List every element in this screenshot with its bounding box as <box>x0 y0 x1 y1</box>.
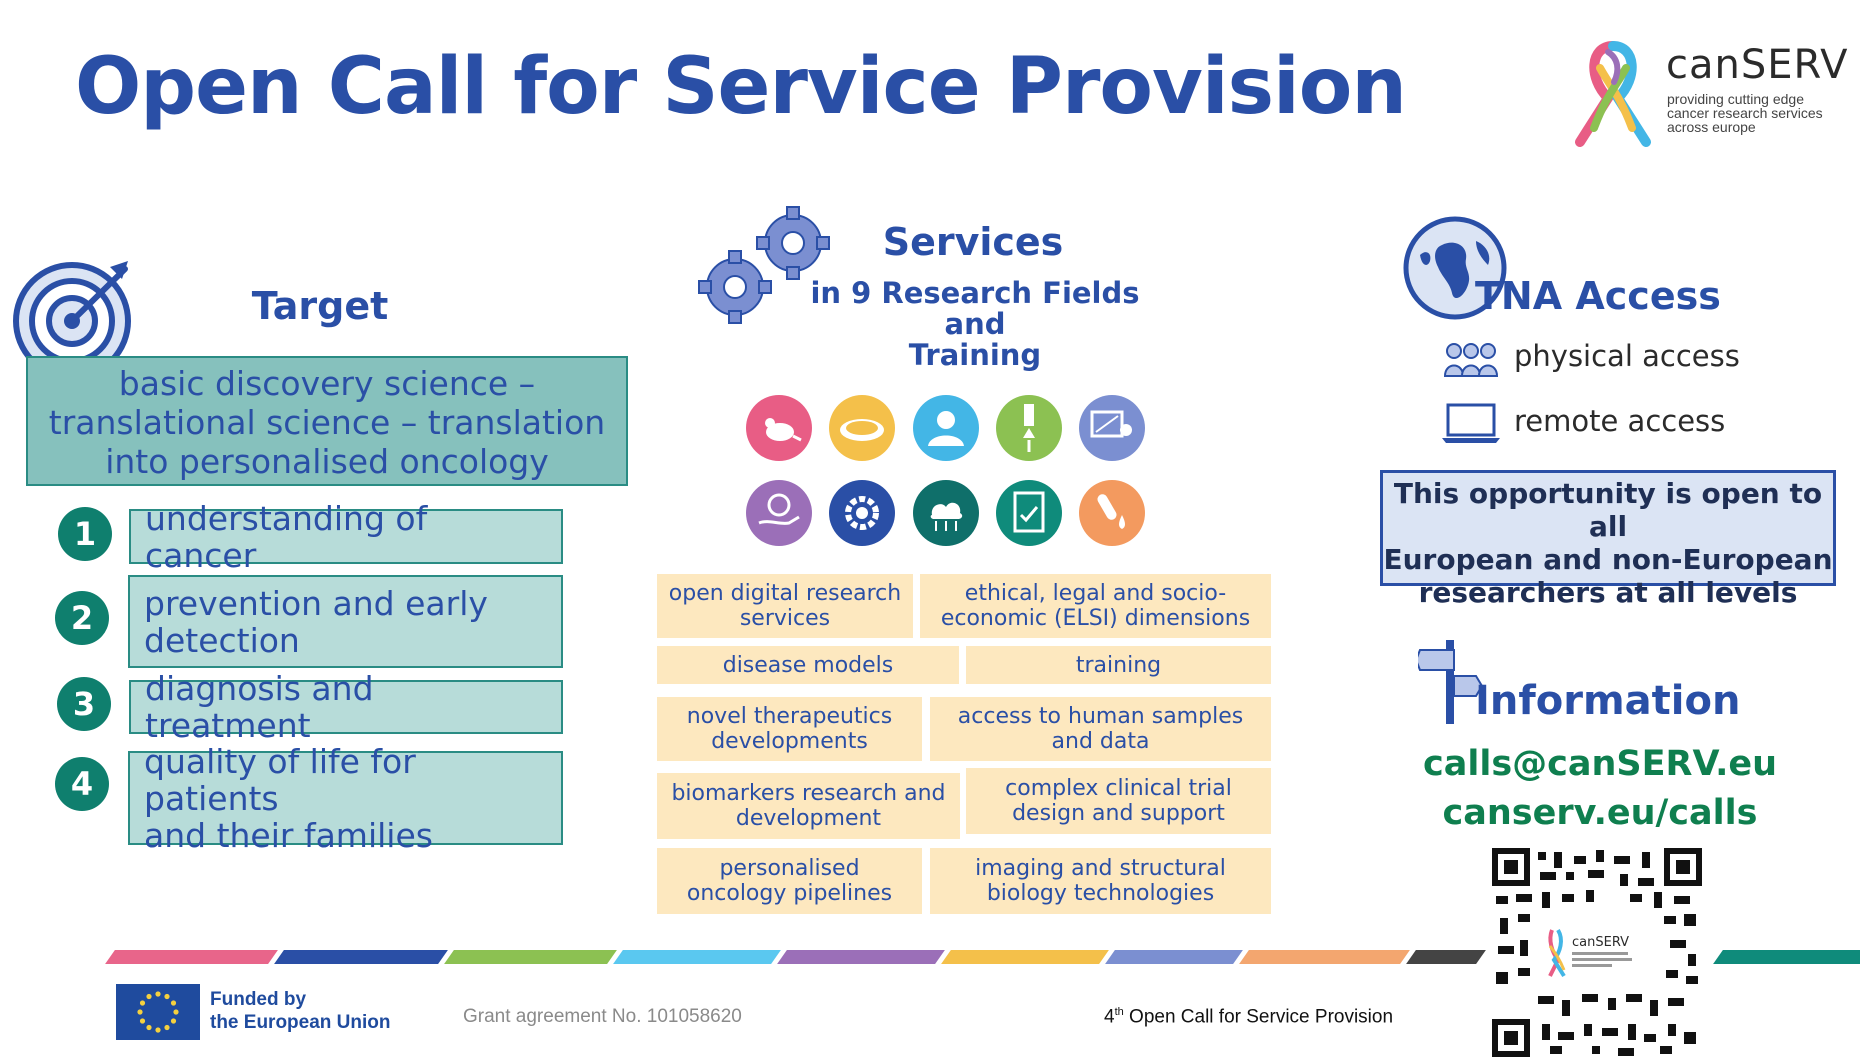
page-title: Open Call for Service Provision <box>75 42 1407 132</box>
stripe-segment <box>444 950 617 964</box>
calls-url-link[interactable]: canserv.eu/calls <box>1442 793 1758 833</box>
logo-tagline: providing cutting edge cancer research s… <box>1667 91 1823 135</box>
test-tube-icon <box>1078 479 1146 547</box>
dropper-icon <box>995 394 1063 462</box>
petri-dish-icon <box>828 394 896 462</box>
target-heading: Target <box>251 284 389 328</box>
stripe-segment <box>777 950 945 964</box>
services-subheading: in 9 Research Fields and Training <box>810 276 1140 372</box>
target-number-1: 1 <box>58 507 112 561</box>
target-item-3: diagnosis and treatment <box>129 670 563 744</box>
patient-icon <box>912 394 980 462</box>
logo-name: canSERV <box>1666 42 1849 88</box>
signpost-icon <box>1418 640 1484 724</box>
target-number-4: 4 <box>55 757 109 811</box>
footer-call-title: 4th Open Call for Service Provision <box>1104 1006 1394 1028</box>
laptop-icon <box>1442 403 1500 443</box>
target-scope-box: basic discovery science – translational … <box>26 356 628 486</box>
stripe-segment <box>1239 950 1410 964</box>
gears-icon <box>698 206 830 324</box>
grant-agreement: Grant agreement No. 101058620 <box>463 1006 742 1027</box>
target-number-3: 3 <box>57 677 111 731</box>
target-icon <box>13 261 131 380</box>
eu-flag-icon <box>116 984 200 1040</box>
people-group-icon <box>1443 343 1499 377</box>
information-heading: Information <box>1475 678 1741 724</box>
stripe-segment <box>1406 950 1486 964</box>
physical-access-label: physical access <box>1514 339 1740 373</box>
qr-code[interactable]: canSERV <box>1492 848 1702 1057</box>
clinical-checklist-icon <box>995 479 1063 547</box>
canserv-ribbon-logo <box>1575 41 1651 147</box>
service-cell: training <box>966 646 1271 684</box>
therapeutics-hand-icon <box>745 479 813 547</box>
target-item-1: understanding of cancer <box>129 500 563 574</box>
open-eligibility-box: This opportunity is open to all European… <box>1380 470 1836 609</box>
remote-access-label: remote access <box>1514 404 1726 438</box>
cloud-data-icon <box>912 479 980 547</box>
service-cell: disease models <box>657 646 959 684</box>
stripe-segment <box>613 950 781 964</box>
service-cell: ethical, legal and socio-economic (ELSI)… <box>920 574 1271 638</box>
eu-funding-label: Funded by the European Union <box>210 989 391 1033</box>
imaging-screen-icon <box>1078 394 1146 462</box>
tna-heading: TNA Access <box>1475 274 1721 318</box>
contact-email-link[interactable]: calls@canSERV.eu <box>1422 744 1778 784</box>
services-heading: Services <box>882 220 1064 264</box>
disease-model-mouse-icon <box>745 394 813 462</box>
globe-icon <box>1403 216 1507 320</box>
stripe-segment <box>1105 950 1243 964</box>
stripe-segment <box>1713 950 1860 964</box>
settings-gear-icon <box>828 479 896 547</box>
target-number-2: 2 <box>55 591 109 645</box>
stripe-segment <box>274 950 448 964</box>
stripe-segment <box>105 950 278 964</box>
stripe-segment <box>941 950 1109 964</box>
qr-logo-text: canSERV <box>1572 935 1629 950</box>
